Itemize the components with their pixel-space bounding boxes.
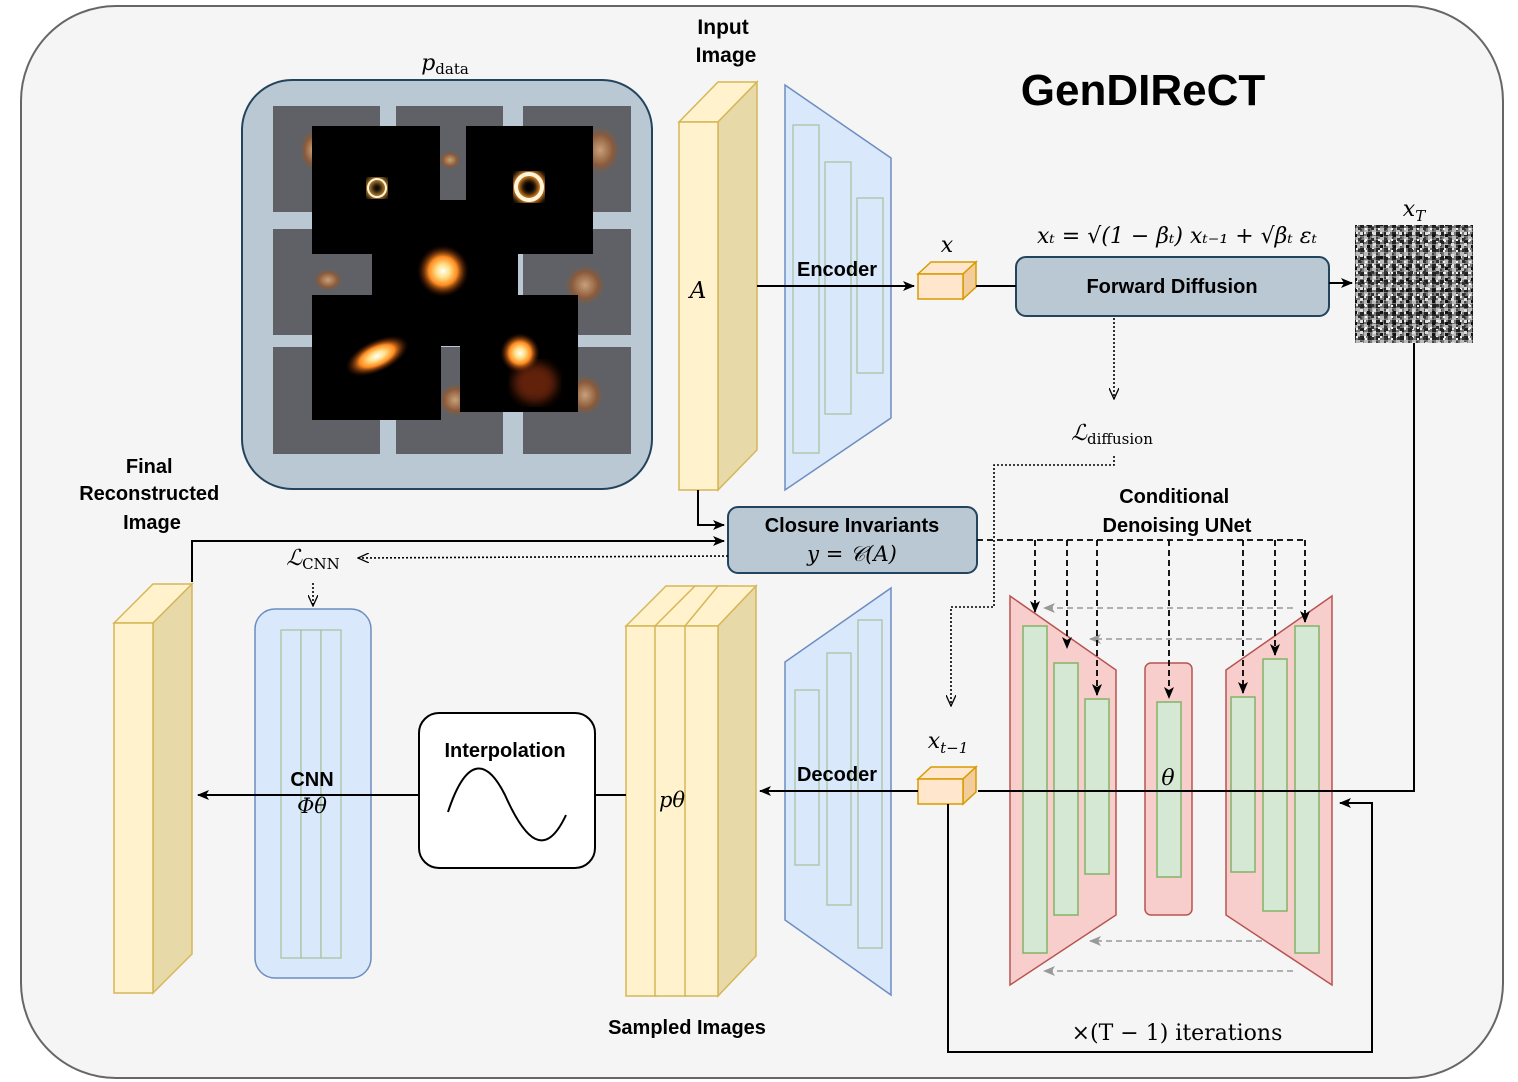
interpolation-block: Interpolation: [418, 712, 596, 869]
p-data-panel: pdata: [241, 51, 653, 490]
x-T-noise-image: xT: [1355, 197, 1473, 343]
input-image-block: Input Image A: [677, 16, 759, 492]
loss-arrows: [313, 318, 1114, 706]
unet-theta: θ: [1161, 766, 1174, 791]
x-latent-label: x: [941, 233, 954, 258]
p-data-label: pdata: [421, 51, 469, 78]
encoder-label: Encoder: [797, 259, 877, 281]
interpolation-label: Interpolation: [444, 740, 565, 762]
closure-invariants-block: Closure Invariants y = 𝒞(A): [727, 506, 978, 574]
loss-cnn-label: ℒCNN: [286, 546, 340, 573]
x-t-minus-1-label: xt−1: [928, 729, 969, 757]
closure-invariants-equation: y = 𝒞(A): [806, 542, 897, 566]
cnn-label: CNN: [290, 769, 333, 791]
forward-diffusion-label: Forward Diffusion: [1086, 276, 1257, 298]
x-latent-cube: x: [916, 233, 978, 301]
connectors: [191, 278, 1415, 1053]
iterations-label: ×(T − 1) iterations: [1072, 1021, 1283, 1046]
cnn-symbol: Φθ: [297, 794, 327, 818]
input-image-symbol: A: [688, 278, 707, 304]
forward-diffusion-block: Forward Diffusion xₜ = √(1 − βₜ) xₜ₋₁ + …: [1015, 224, 1330, 317]
sampled-images-symbol: pθ: [659, 788, 685, 812]
sine-wave-icon: [447, 767, 567, 842]
conditioning-arrows: [977, 539, 1310, 699]
forward-diffusion-equation: xₜ = √(1 − βₜ) xₜ₋₁ + √βₜ εₜ: [1037, 224, 1318, 249]
cnn-block: CNN Φθ: [254, 608, 372, 979]
x-t-minus-1-cube: xt−1: [916, 729, 978, 806]
final-image-block: Final Reconstructed Image: [79, 456, 225, 995]
svg-text:Input Image: Input Image: [696, 16, 757, 67]
sampled-images-label: Sampled Images: [608, 1017, 766, 1039]
unet-label: Conditional Denoising UNet: [1103, 486, 1252, 537]
diagram-title: GenDIReCT: [1021, 66, 1266, 115]
loss-diffusion-label: ℒdiffusion: [1071, 421, 1153, 448]
x-T-label: xT: [1403, 197, 1426, 225]
closure-invariants-label: Closure Invariants: [765, 515, 940, 537]
decoder-label: Decoder: [797, 764, 877, 786]
encoder-block: Encoder: [784, 83, 892, 492]
sampled-images-stack: pθ Sampled Images: [608, 584, 766, 1039]
svg-text:Final Reconstructed: Final Reconstructed Image: [79, 456, 225, 534]
